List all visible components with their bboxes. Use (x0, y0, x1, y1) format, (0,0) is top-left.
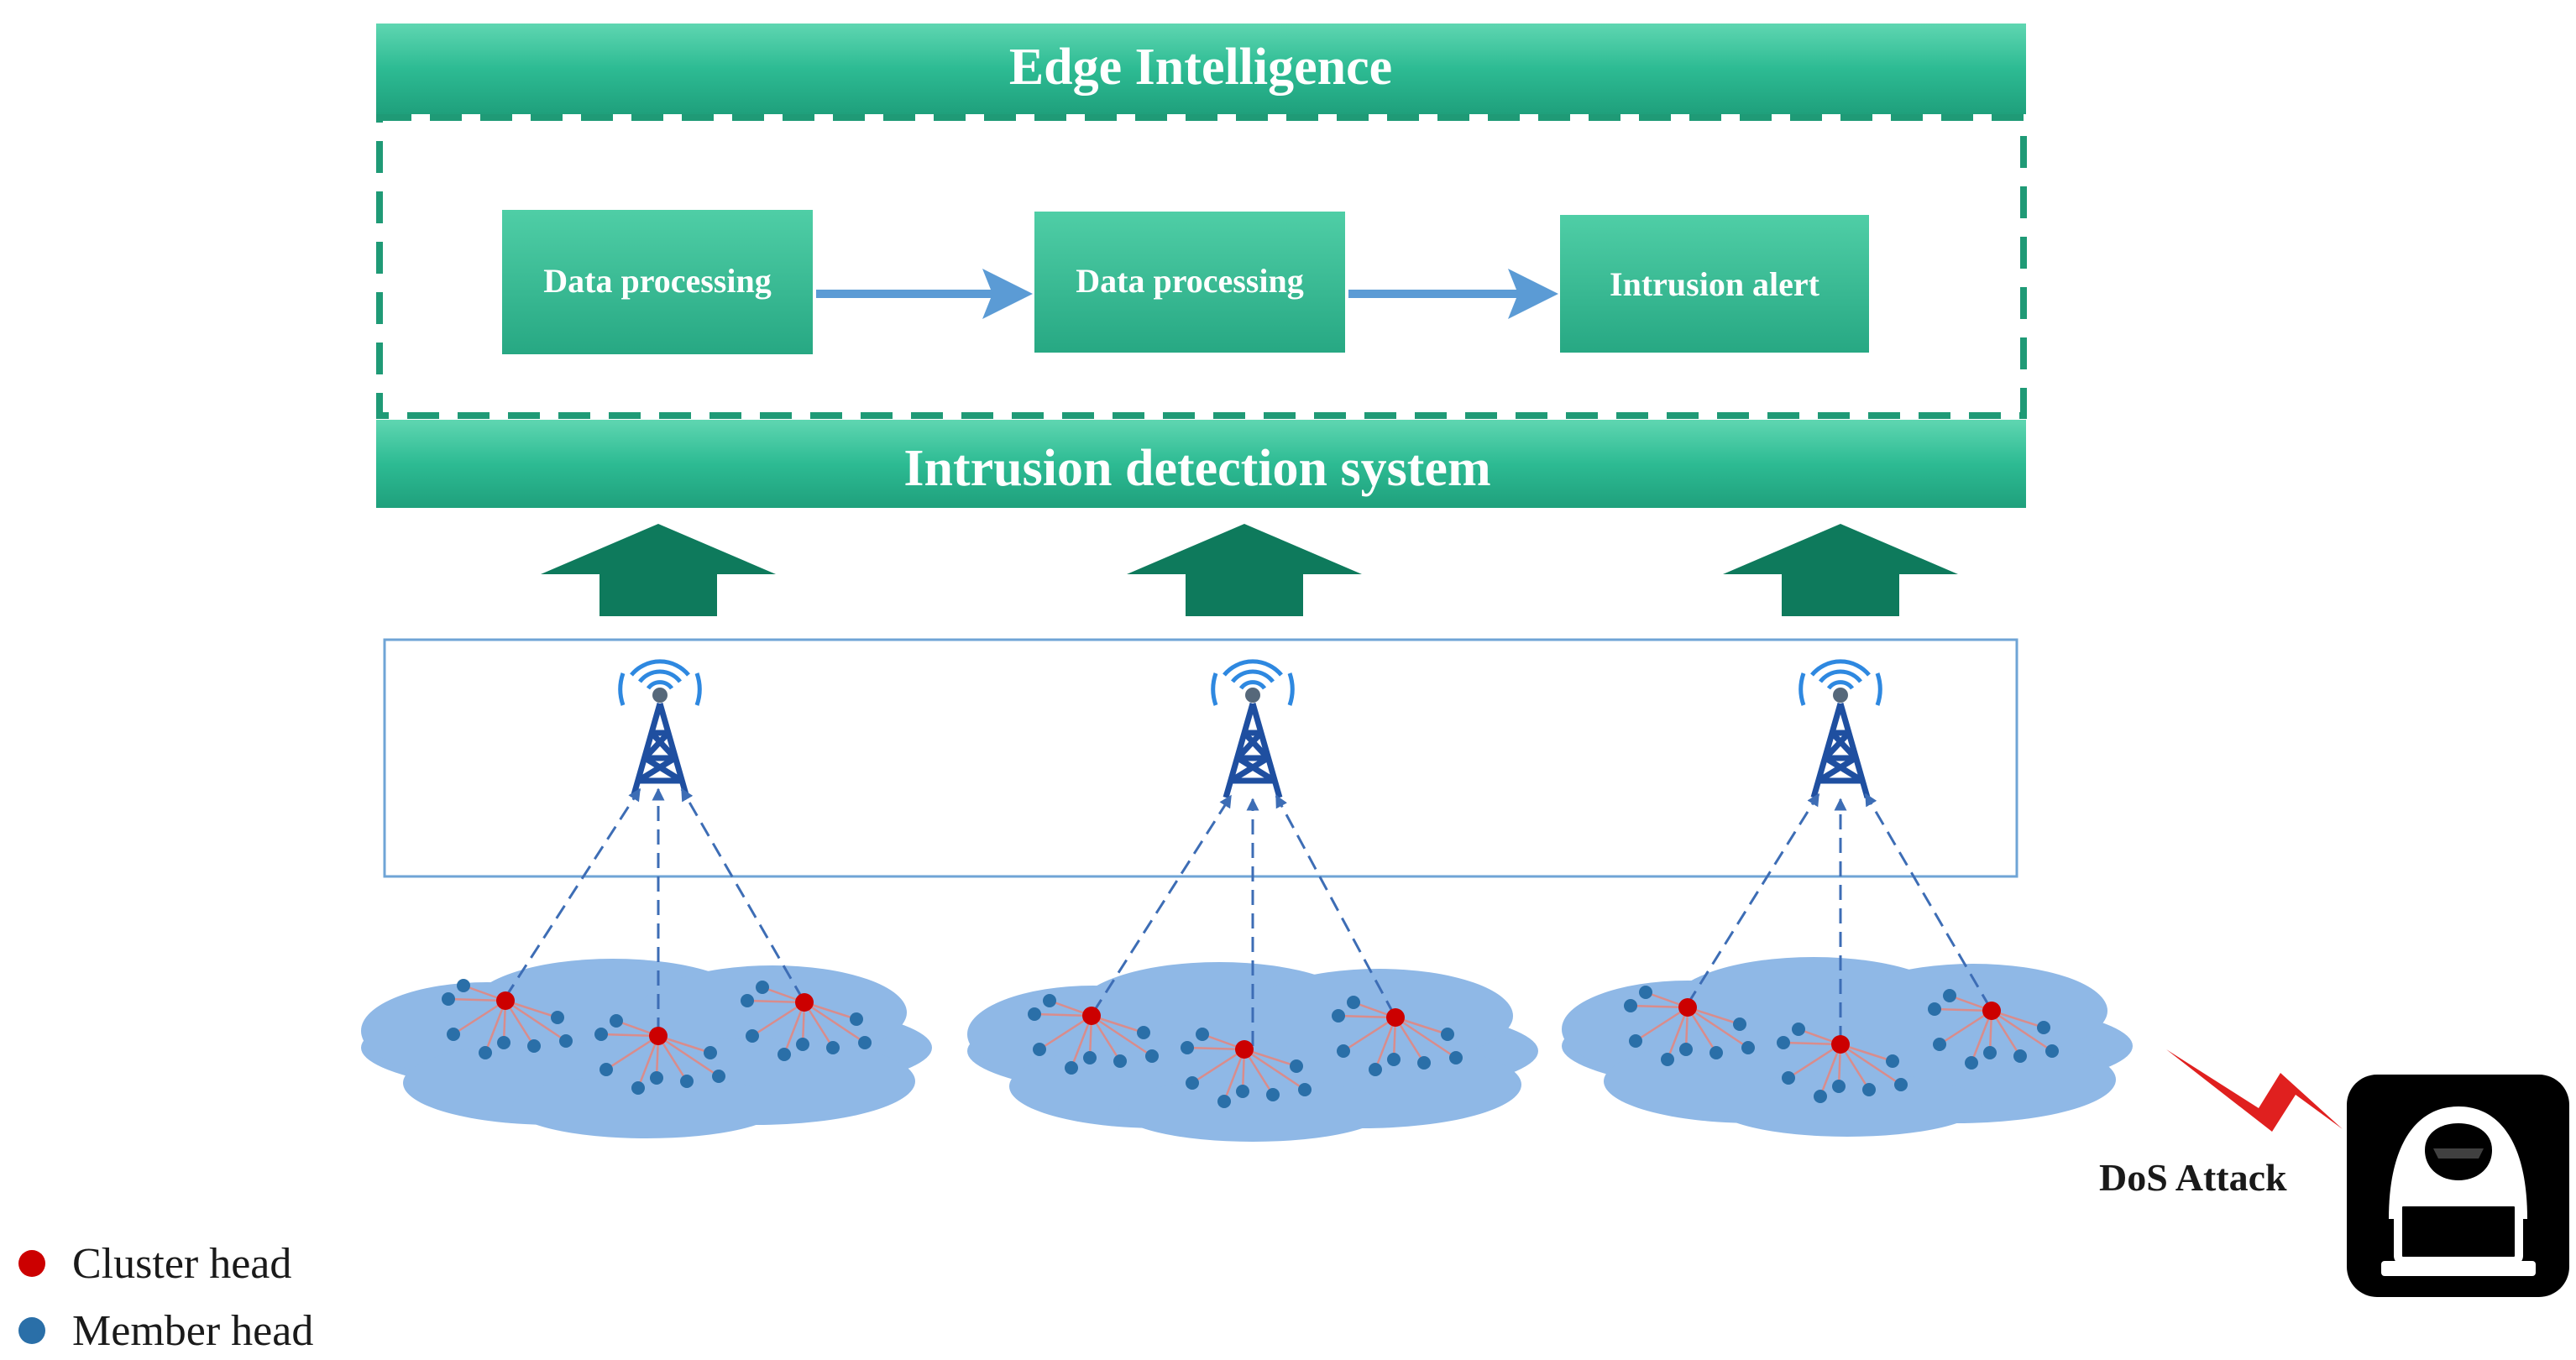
lightning-icon (2166, 1049, 2343, 1132)
base-station-frame (383, 638, 2018, 878)
edge-intelligence-banner: Edge Intelligence (376, 24, 2026, 114)
up-arrow-2 (1127, 524, 1362, 616)
legend-member-head-marker (18, 1317, 45, 1344)
intrusion-detection-banner: Intrusion detection system (376, 420, 2026, 508)
pipeline-step-3-label: Intrusion alert (1610, 265, 1820, 303)
edge-pipeline-dashed-frame (376, 114, 2027, 419)
legend-cluster-head-marker (18, 1250, 45, 1277)
tower-icon (620, 662, 699, 798)
legend: Cluster head Member head (18, 1240, 313, 1355)
hacker-icon (2347, 1075, 2569, 1297)
pipeline-step-2: Data processing (1034, 212, 1345, 353)
tower-icon (1213, 662, 1292, 798)
dos-attack-label: DoS Attack (2099, 1156, 2287, 1199)
edge-intelligence-title: Edge Intelligence (1009, 39, 1392, 96)
tower-icon (1801, 662, 1880, 798)
legend-member-head-label: Member head (72, 1307, 313, 1355)
legend-cluster-head-label: Cluster head (72, 1240, 291, 1288)
sensor-cloud-1 (361, 959, 932, 1138)
uplinks (504, 787, 1992, 1046)
pipeline-step-1: Data processing (502, 210, 813, 354)
pipeline-step-2-label: Data processing (1076, 262, 1303, 300)
up-arrow-3 (1723, 524, 1958, 616)
pipeline-step-3: Intrusion alert (1560, 215, 1869, 353)
up-arrow-1 (541, 524, 776, 616)
pipeline-step-1-label: Data processing (543, 262, 771, 300)
intrusion-detection-title: Intrusion detection system (903, 440, 1490, 497)
